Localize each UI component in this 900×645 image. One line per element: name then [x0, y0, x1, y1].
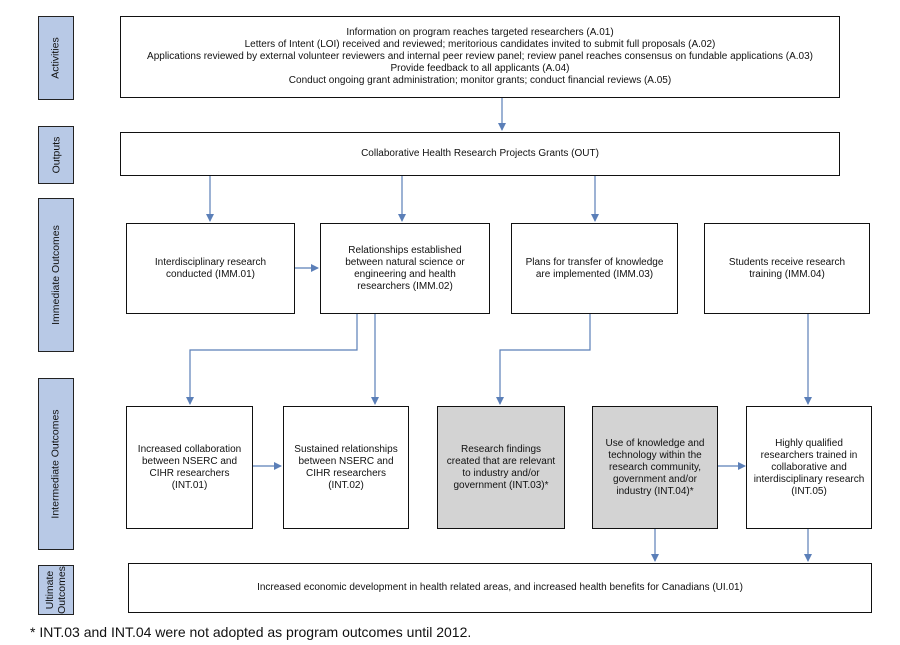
- row-label-outputs: Outputs: [38, 126, 74, 184]
- output-box: Collaborative Health Research Projects G…: [120, 132, 840, 176]
- imm02-box: Relationships established between natura…: [320, 223, 490, 314]
- ultimate-box: Increased economic development in health…: [128, 563, 872, 613]
- int01-box: Increased collaboration between NSERC an…: [126, 406, 253, 529]
- int04-text: Use of knowledge and technology within t…: [605, 437, 705, 497]
- imm04-text: Students receive research training (IMM.…: [728, 256, 846, 280]
- int02-text: Sustained relationships between NSERC an…: [294, 443, 398, 491]
- activity-a02: Letters of Intent (LOI) received and rev…: [244, 39, 716, 50]
- imm01-text: Interdisciplinary research conducted (IM…: [154, 256, 267, 280]
- int05-text: Highly qualified researchers trained in …: [753, 437, 865, 497]
- activity-a03: Applications reviewed by external volunt…: [147, 51, 813, 62]
- imm02-text: Relationships established between natura…: [345, 244, 465, 292]
- imm01-box: Interdisciplinary research conducted (IM…: [126, 223, 295, 314]
- output-text: Collaborative Health Research Projects G…: [361, 148, 599, 159]
- row-label-immediate-outcomes: Immediate Outcomes: [38, 198, 74, 352]
- int01-text: Increased collaboration between NSERC an…: [137, 443, 242, 491]
- ultimate-text: Increased economic development in health…: [257, 582, 743, 593]
- activity-a01: Information on program reaches targeted …: [346, 27, 614, 38]
- arrow-imm02-to-int01: [186, 313, 358, 405]
- activity-a05: Conduct ongoing grant administration; mo…: [288, 75, 672, 86]
- int02-box: Sustained relationships between NSERC an…: [283, 406, 409, 529]
- imm03-text: Plans for transfer of knowledge are impl…: [525, 256, 664, 280]
- activity-a04: Provide feedback to all applicants (A.04…: [390, 63, 570, 74]
- imm03-box: Plans for transfer of knowledge are impl…: [511, 223, 678, 314]
- int05-box: Highly qualified researchers trained in …: [746, 406, 872, 529]
- activities-box: Information on program reaches targeted …: [120, 16, 840, 98]
- row-label-intermediate-outcomes: Intermediate Outcomes: [38, 378, 74, 550]
- row-label-activities: Activities: [38, 16, 74, 100]
- footnote: * INT.03 and INT.04 were not adopted as …: [30, 624, 472, 640]
- row-label-ultimate-outcomes: Ultimate Outcomes: [38, 565, 74, 615]
- imm04-box: Students receive research training (IMM.…: [704, 223, 870, 314]
- int04-box: Use of knowledge and technology within t…: [592, 406, 718, 529]
- int03-text: Research findings created that are relev…: [446, 443, 556, 491]
- arrow-imm03-to-int03: [496, 313, 591, 405]
- int03-box: Research findings created that are relev…: [437, 406, 565, 529]
